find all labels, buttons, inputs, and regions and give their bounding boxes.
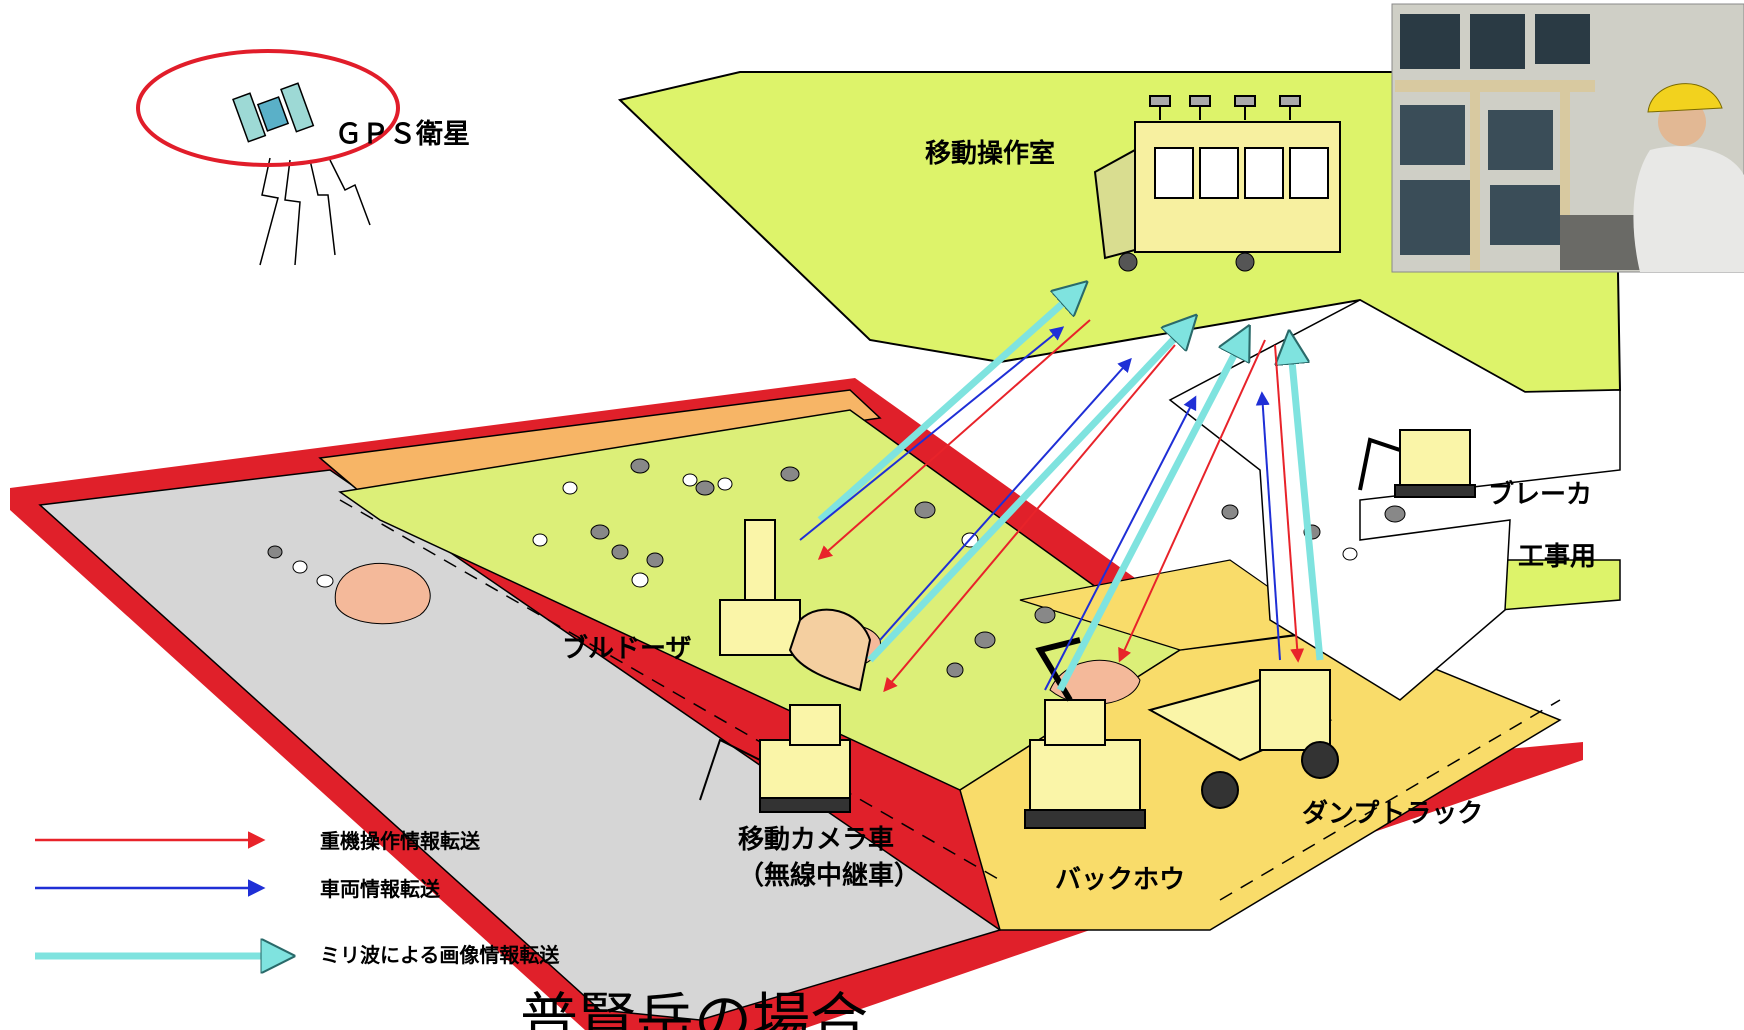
legend-text-operation: 重機操作情報転送: [320, 829, 481, 853]
road-gray: [38, 469, 1002, 1021]
truck-window: [1154, 147, 1194, 199]
image-transfer-arrow: [1290, 340, 1324, 661]
transmission-arrows: [799, 288, 1324, 693]
camera-car-machine: [699, 704, 851, 813]
image-transfer-arrow: [817, 288, 1080, 523]
truck-window: [1199, 147, 1239, 199]
image-transfer-arrow: [867, 322, 1190, 663]
vehicle-info-arrow: [879, 357, 1132, 641]
truck-wheel: [1118, 252, 1138, 272]
caption: 普賢岳の場合: [520, 986, 868, 1030]
legend-text-vehicle: 車両情報転送: [320, 877, 441, 901]
image-transfer-arrow: [1056, 334, 1245, 692]
vehicle-info-arrow: [1044, 395, 1197, 691]
dump-truck-label: ダンプトラック: [1302, 798, 1483, 829]
monitor: [1470, 14, 1525, 69]
monitor: [1490, 185, 1560, 245]
rock: [630, 458, 650, 474]
rock: [590, 524, 610, 540]
legend-text-image: ミリ波による画像情報転送: [320, 943, 560, 967]
gps-highlight-circle: [136, 49, 400, 167]
vehicle-info-arrow: [799, 326, 1065, 541]
gps-label: ＧＰＳ衛星: [335, 118, 470, 150]
rock: [914, 501, 936, 519]
truck-window: [1244, 147, 1284, 199]
truck-wheel: [1235, 252, 1255, 272]
operation-info-arrow: [883, 344, 1176, 693]
rock: [267, 545, 283, 559]
rock: [695, 480, 715, 496]
rock: [532, 533, 548, 547]
orange-wall: [318, 389, 882, 493]
rock: [562, 481, 578, 495]
rock: [946, 662, 964, 678]
legend: 重機操作情報転送 車両情報転送 ミリ波による画像情報転送: [35, 829, 560, 967]
control-room-label: 移動操作室: [925, 138, 1055, 169]
rock: [292, 560, 308, 574]
bulldozer-label: ブルドーザ: [562, 633, 691, 664]
backhoe-label: バックホウ: [1055, 865, 1185, 895]
monitor: [1488, 110, 1553, 170]
rock: [1342, 547, 1358, 561]
rock: [682, 473, 698, 487]
breaker-label: ブレーカ: [1488, 479, 1592, 510]
monitor: [1535, 14, 1590, 64]
bulldozer-machine: [719, 519, 872, 692]
rock: [1221, 504, 1239, 520]
signal-lightning: [259, 157, 371, 266]
control-room-truck: [1093, 95, 1341, 272]
shelf-board: [1395, 80, 1595, 92]
operator-body: [1633, 146, 1744, 272]
soil-pile-road: [334, 562, 431, 625]
operation-info-arrow: [1274, 344, 1305, 663]
rock: [1384, 505, 1406, 523]
rock: [1034, 606, 1056, 624]
shelf-post: [1470, 80, 1480, 270]
rock: [780, 466, 800, 482]
operator-helmet: [1647, 83, 1723, 113]
satellite-icon: [232, 82, 315, 143]
operation-info-arrow: [817, 319, 1091, 560]
operation-info-arrow: [1118, 339, 1266, 663]
monitor: [1400, 180, 1470, 255]
truck-window: [1289, 147, 1329, 199]
monitor: [1400, 105, 1465, 165]
camera-car-label-2: （無線中継車）: [738, 860, 920, 891]
rock: [631, 572, 649, 588]
operator-photo: [1391, 3, 1744, 273]
truck-cab: [1093, 148, 1136, 260]
construction-road-label: 工事用: [1518, 542, 1596, 572]
road-dashed-line: [339, 499, 1001, 881]
roof-antennas: [1149, 95, 1301, 120]
rock: [611, 544, 629, 560]
monitor: [1400, 14, 1460, 69]
rock: [974, 631, 996, 649]
dump-truck-machine: [1147, 669, 1339, 809]
vehicle-info-arrow: [1255, 391, 1281, 661]
rock: [646, 552, 664, 568]
gps-satellite: ＧＰＳ衛星: [136, 49, 470, 266]
breaker-machine: [1358, 429, 1476, 498]
rocks: [267, 458, 1406, 678]
white-right-bank: [1168, 299, 1621, 701]
rock: [316, 574, 334, 588]
rock: [717, 477, 733, 491]
right-dashed-line: [1219, 699, 1561, 901]
shelf-post: [1560, 80, 1570, 270]
camera-car-label-1: 移動カメラ車: [738, 825, 894, 855]
